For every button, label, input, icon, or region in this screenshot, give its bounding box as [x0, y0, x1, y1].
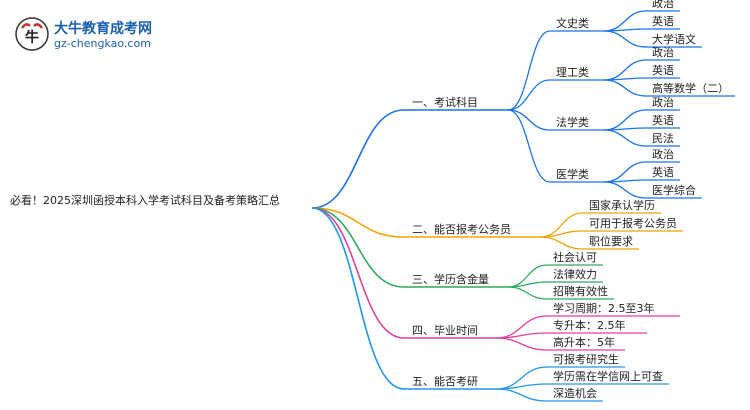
branch-connector [311, 207, 405, 288]
leaf-connector [507, 264, 548, 288]
leaf: 政治 [652, 148, 674, 161]
leaf: 英语 [652, 64, 674, 77]
leaf-connector [603, 30, 647, 48]
leaf: 招聘有效性 [553, 285, 608, 298]
leaf-connector [507, 281, 548, 288]
leaf: 大学语文 [652, 33, 696, 46]
category-connector [507, 109, 551, 131]
branch-1: 一、考试科目 [412, 96, 478, 109]
leaf: 可报考研究生 [553, 353, 619, 366]
leaf-connector [539, 230, 584, 238]
leaf-connector [603, 129, 647, 147]
leaf: 高等数学（二） [652, 82, 729, 95]
leaf: 可用于报考公务员 [589, 217, 677, 230]
category-1: 文史类 [556, 17, 589, 30]
leaf-connector [495, 383, 548, 390]
leaf: 民法 [652, 132, 674, 145]
category-connector [507, 30, 551, 111]
leaf-connector [603, 161, 647, 183]
leaf: 学历需在学信网上可查 [553, 370, 663, 383]
leaf: 政治 [652, 46, 674, 59]
logo-url: gz-chengkao.com [54, 37, 151, 50]
leaf: 职位要求 [589, 235, 633, 248]
leaf: 医学综合 [652, 184, 696, 197]
leaf-connector [495, 315, 548, 339]
branch-connector [311, 109, 405, 209]
category-connector [507, 109, 551, 183]
root-topic: 必看！2025深圳函授本科入学考试科目及备考策略汇总 [10, 194, 280, 207]
leaf: 政治 [652, 0, 674, 10]
branch-4: 四、毕业时间 [412, 324, 478, 337]
leaf-connector [603, 10, 647, 32]
leaf: 学习周期：2.5至3年 [553, 302, 655, 315]
branch-3: 三、学历含金量 [412, 273, 489, 286]
branch-5: 五、能否考研 [412, 375, 478, 388]
leaf: 英语 [652, 15, 674, 28]
svg-text:牛: 牛 [25, 29, 39, 46]
leaf-connector [495, 337, 548, 351]
leaf-connector [495, 388, 548, 402]
branch-connector [311, 207, 405, 390]
leaf: 英语 [652, 166, 674, 179]
leaf: 专升本：2.5年 [553, 319, 626, 332]
leaf-connector [507, 286, 548, 300]
site-logo: 牛 大牛教育成考网 gz-chengkao.com [14, 14, 164, 54]
leaf: 国家承认学历 [589, 199, 655, 212]
leaf: 政治 [652, 96, 674, 109]
logo-title: 大牛教育成考网 [54, 21, 152, 37]
leaf-connector [495, 332, 548, 339]
leaf-connector [495, 366, 548, 390]
leaf-connector [539, 236, 584, 250]
leaf: 英语 [652, 114, 674, 127]
leaf: 法律效力 [553, 268, 597, 281]
leaf-connector [603, 59, 647, 81]
branch-connector [311, 207, 405, 238]
leaf: 社会认可 [553, 251, 597, 264]
leaf-connector [603, 109, 647, 131]
category-3: 法学类 [556, 116, 589, 129]
bull-logo-icon: 牛 [15, 17, 49, 51]
category-connector [507, 79, 551, 111]
leaf: 深造机会 [553, 387, 597, 400]
leaf-connector [603, 79, 647, 97]
leaf: 高升本：5年 [553, 336, 615, 349]
leaf-connector [603, 181, 647, 199]
branch-2: 二、能否报考公务员 [412, 223, 511, 236]
category-4: 医学类 [556, 168, 589, 181]
branch-connector [311, 207, 405, 339]
category-2: 理工类 [556, 66, 589, 79]
